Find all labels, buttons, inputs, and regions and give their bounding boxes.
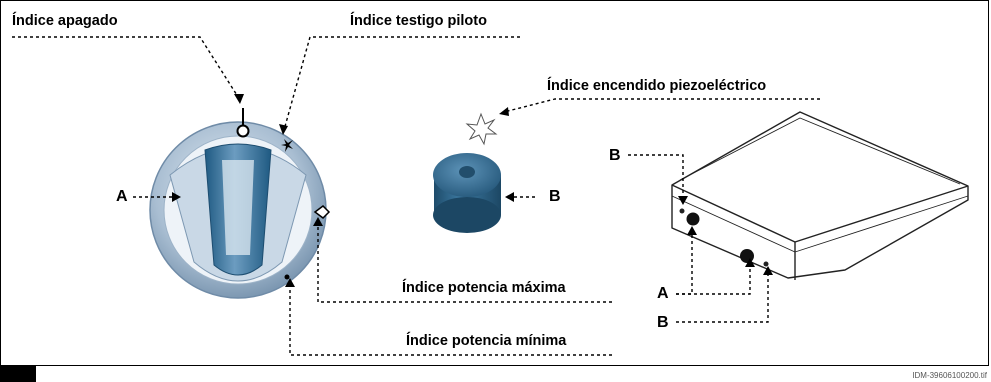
label-letter-b-panel-top: B <box>609 147 621 164</box>
label-letter-a-knob: A <box>116 188 128 205</box>
appliance-body <box>671 111 969 280</box>
max-power-index-icon <box>313 205 331 219</box>
label-letter-b-panel-bottom: B <box>657 314 669 331</box>
leader-lines <box>12 36 820 356</box>
piezo-button <box>433 153 501 233</box>
label-indice-testigo-piloto: Índice testigo piloto <box>350 13 487 29</box>
pilot-index-icon <box>281 139 293 152</box>
label-indice-apagado: Índice apagado <box>12 13 118 29</box>
leader-arrowheads <box>172 94 773 287</box>
file-reference: IDM-39606100200.tif <box>912 371 987 380</box>
label-indice-encendido-piezo: Índice encendido piezoeléctrico <box>547 78 767 94</box>
label-indice-potencia-minima: Índice potencia mínima <box>406 333 567 349</box>
power-off-index-icon <box>236 108 250 138</box>
frame-border <box>0 0 989 366</box>
corner-tab <box>0 366 36 382</box>
min-power-index-icon <box>284 274 290 280</box>
control-knob <box>149 121 327 299</box>
piezo-spark-icon <box>465 112 498 146</box>
label-letter-a-panel: A <box>657 285 669 302</box>
label-letter-b-button: B <box>549 188 561 205</box>
label-indice-potencia-maxima: Índice potencia máxima <box>402 280 566 296</box>
